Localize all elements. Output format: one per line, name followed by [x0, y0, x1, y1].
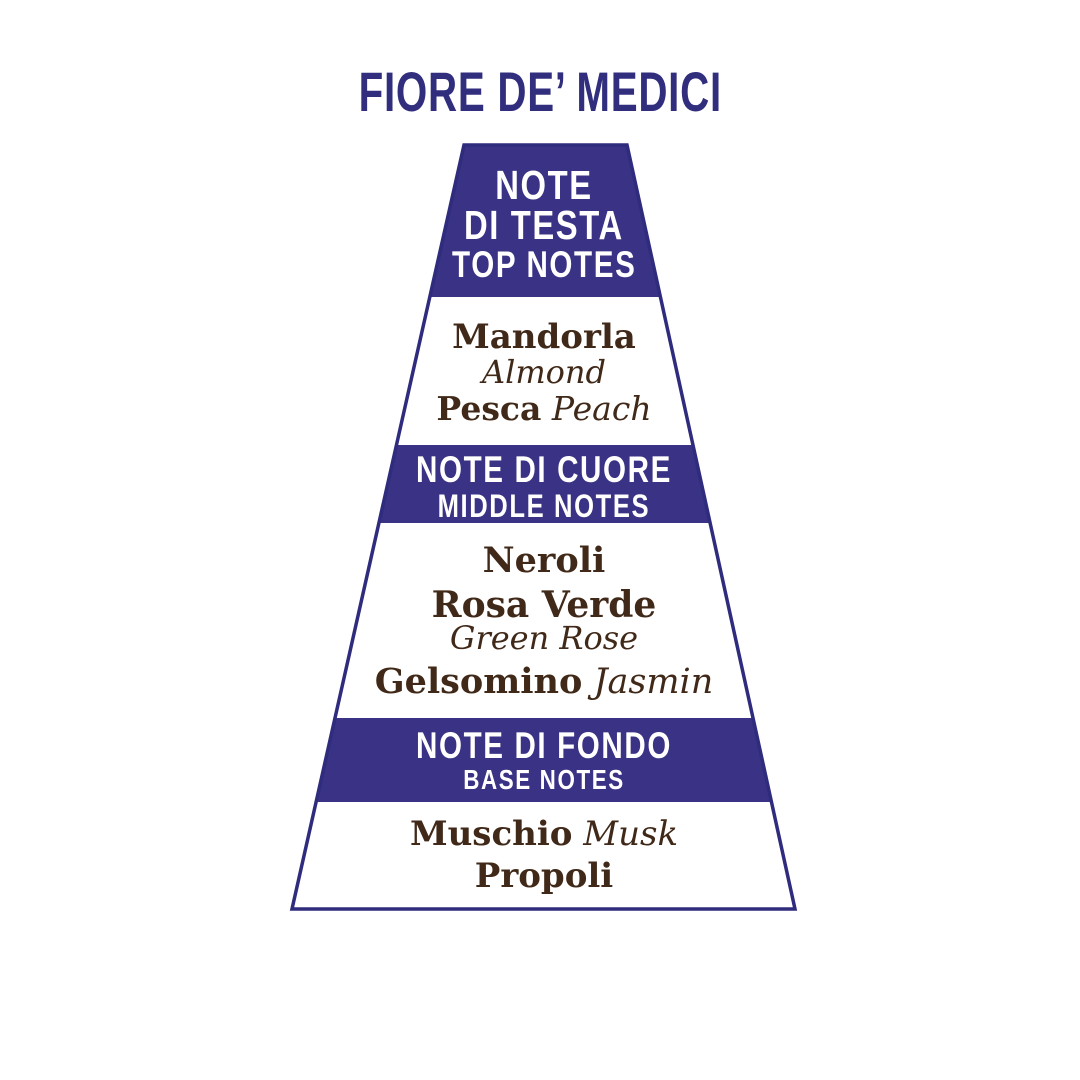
- base-notes-band-shape: [316, 718, 772, 802]
- pyramid-outline: [289, 143, 798, 911]
- top-notes-band-shape: [430, 145, 660, 297]
- middle-notes-band-shape: [379, 445, 710, 523]
